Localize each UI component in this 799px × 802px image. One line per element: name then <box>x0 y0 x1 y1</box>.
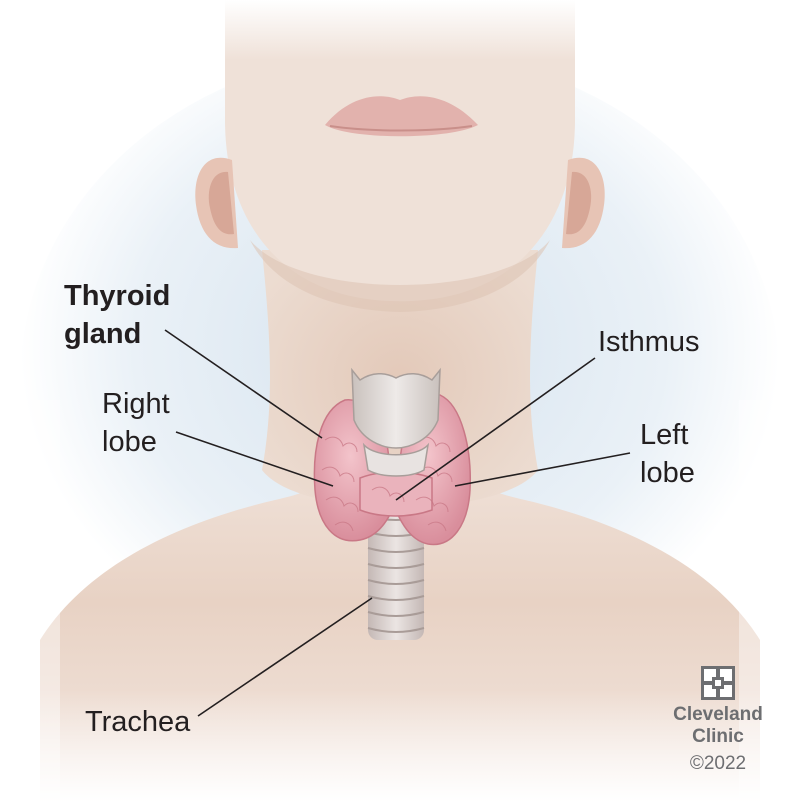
leader-lines <box>164 329 631 717</box>
left-lobe-leader <box>454 452 631 487</box>
lips <box>325 96 478 137</box>
thyroid-cartilage-illustration <box>351 367 441 477</box>
left-lobe-label-line2: lobe <box>640 457 695 489</box>
isthmus-label: Isthmus <box>598 326 700 358</box>
right-lobe-leader <box>175 431 334 487</box>
thyroid-gland-label-line2: gland <box>64 318 142 350</box>
head <box>225 0 575 302</box>
thyroid-gland-label: Thyroid gland <box>64 277 170 353</box>
left-lobe-label: Left lobe <box>640 416 695 492</box>
brand-name-line2: Clinic <box>692 726 744 747</box>
trachea-leader <box>197 597 373 717</box>
thyroid-gland-leader <box>164 329 323 439</box>
isthmus-shape <box>359 471 433 517</box>
trachea-label: Trachea <box>85 706 191 738</box>
left-lobe-label-line1: Left <box>640 419 689 451</box>
isthmus-leader <box>395 357 596 501</box>
cleveland-clinic-brand: Cleveland Clinic ©2022 <box>668 666 768 777</box>
brand-copyright: ©2022 <box>689 753 747 774</box>
right-lobe-label-line1: Right <box>102 388 170 420</box>
brand-name-line1: Cleveland <box>673 704 763 725</box>
right-lobe-label: Right lobe <box>102 385 170 461</box>
right-lobe-label-line2: lobe <box>102 426 157 458</box>
cleveland-clinic-cross-logo-icon <box>701 666 735 700</box>
thyroid-gland-label-line1: Thyroid <box>64 280 171 312</box>
